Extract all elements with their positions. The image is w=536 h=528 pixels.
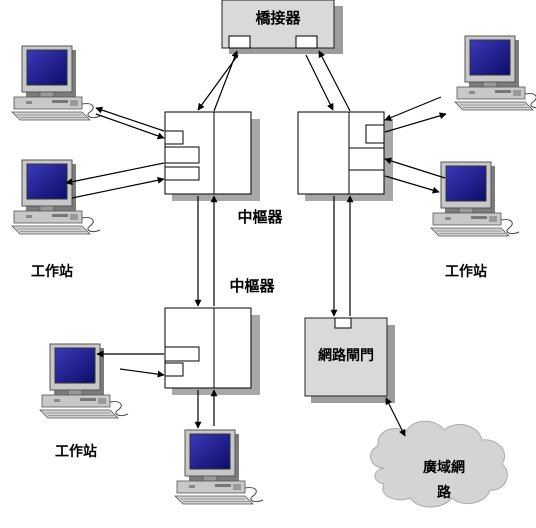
gateway-label: 網路閘門 — [318, 347, 374, 364]
link-arrow — [384, 96, 442, 121]
workstation-computer-icon — [174, 429, 264, 505]
link-arrow — [119, 368, 165, 378]
workstation-computer-icon — [454, 35, 536, 111]
link-arrow — [305, 54, 334, 111]
wan-cloud-icon: 廣域網 路 — [369, 420, 508, 508]
hub-middle — [164, 307, 260, 395]
gateway-device: 網路閘門 — [304, 317, 395, 403]
hub-port — [164, 362, 184, 377]
hub-port — [365, 124, 385, 144]
hub-upper-right — [297, 111, 393, 201]
wan-label-line2: 路 — [437, 484, 452, 501]
hub-port — [164, 166, 200, 181]
workstation-computer-icon — [39, 343, 129, 419]
link-arrow — [71, 176, 165, 199]
link-arrow — [384, 157, 446, 179]
link-arrow — [213, 50, 239, 112]
workstation-computer-icon — [430, 161, 520, 237]
hub-upper-label: 中樞器 — [237, 208, 283, 226]
workstation-computer-icon — [11, 45, 101, 121]
bridge-port-left — [228, 35, 251, 49]
link-arrow — [384, 112, 447, 133]
workstation-right-label: 工作站 — [445, 263, 487, 280]
link-arrow — [385, 397, 406, 437]
workstation-bottom-label: 工作站 — [55, 443, 97, 460]
workstation-computer-icon — [11, 159, 101, 235]
workstation-left-label: 工作站 — [31, 263, 73, 280]
hub-middle-label: 中樞器 — [229, 277, 275, 295]
hub-port — [348, 147, 385, 171]
link-arrow — [95, 106, 165, 132]
gateway-port — [334, 317, 352, 329]
bridge-device: 橋接器 — [221, 0, 343, 54]
wan-label-line1: 廣域網 — [423, 459, 465, 476]
link-arrow — [65, 162, 165, 186]
hub-upper-left — [164, 111, 260, 201]
bridge-label: 橋接器 — [255, 9, 301, 27]
hub-port — [164, 130, 184, 145]
bridge-port-right — [295, 35, 318, 49]
hub-port — [164, 346, 200, 362]
connections — [65, 50, 447, 437]
hub-port — [164, 146, 200, 164]
link-arrow — [318, 50, 351, 112]
link-arrow — [95, 113, 165, 140]
link-arrow — [384, 175, 440, 194]
